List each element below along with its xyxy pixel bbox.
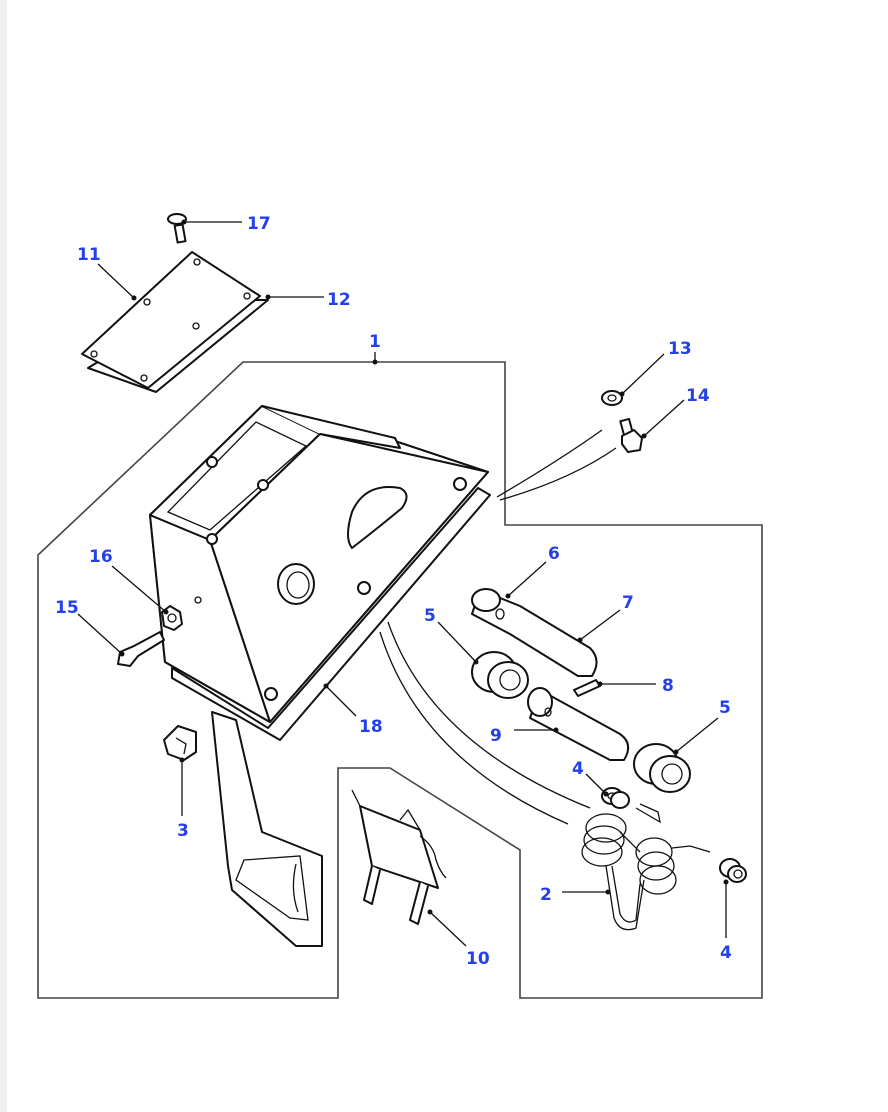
part-4-washer-upper (601, 787, 630, 809)
callout-16[interactable]: 16 (89, 547, 113, 567)
callout-6[interactable]: 6 (548, 544, 560, 564)
part-1-pedal-box (149, 405, 491, 741)
callout-11[interactable]: 11 (77, 245, 101, 265)
part-8-roll-pin (573, 679, 601, 697)
callout-10[interactable]: 10 (466, 949, 490, 969)
leader-lines (77, 219, 729, 947)
part-4-washer-lower (719, 858, 747, 883)
part-9-shaft (527, 687, 630, 761)
part-3-clip (163, 725, 197, 761)
part-5-bush-left (471, 651, 529, 699)
part-11-12-cover-plate (81, 251, 269, 393)
callout-8[interactable]: 8 (662, 676, 674, 696)
part-6-7-pivot-pin (471, 588, 598, 677)
callout-3[interactable]: 3 (177, 821, 189, 841)
callout-7[interactable]: 7 (622, 593, 634, 613)
part-5-bush-right (633, 743, 691, 793)
callout-4-lower[interactable]: 4 (720, 943, 732, 963)
part-14-bolt (619, 417, 643, 453)
callout-12[interactable]: 12 (327, 290, 351, 310)
fastener-guide-line-2 (499, 447, 617, 501)
part-13-washer (601, 390, 623, 406)
callout-13[interactable]: 13 (668, 339, 692, 359)
callout-2[interactable]: 2 (540, 885, 552, 905)
part-17-screw (167, 213, 187, 244)
callout-5-left[interactable]: 5 (424, 606, 436, 626)
part-10-pedal-pad (351, 789, 447, 925)
callout-9[interactable]: 9 (490, 726, 502, 746)
sweep-curve (379, 631, 569, 825)
callout-4-upper[interactable]: 4 (572, 759, 584, 779)
fastener-guide-line-1 (496, 429, 603, 498)
left-margin-strip (0, 0, 7, 1112)
part-2-torsion-spring (581, 803, 711, 931)
callout-14[interactable]: 14 (686, 386, 710, 406)
assembly-boundary (37, 361, 763, 999)
callout-1[interactable]: 1 (369, 332, 381, 352)
callout-18[interactable]: 18 (359, 717, 383, 737)
callout-15[interactable]: 15 (55, 598, 79, 618)
sweep-curve-2 (387, 621, 591, 809)
part-15-bolt (117, 631, 165, 667)
callout-5-right[interactable]: 5 (719, 698, 731, 718)
callout-17[interactable]: 17 (247, 214, 271, 234)
pedal-arm (211, 711, 323, 947)
